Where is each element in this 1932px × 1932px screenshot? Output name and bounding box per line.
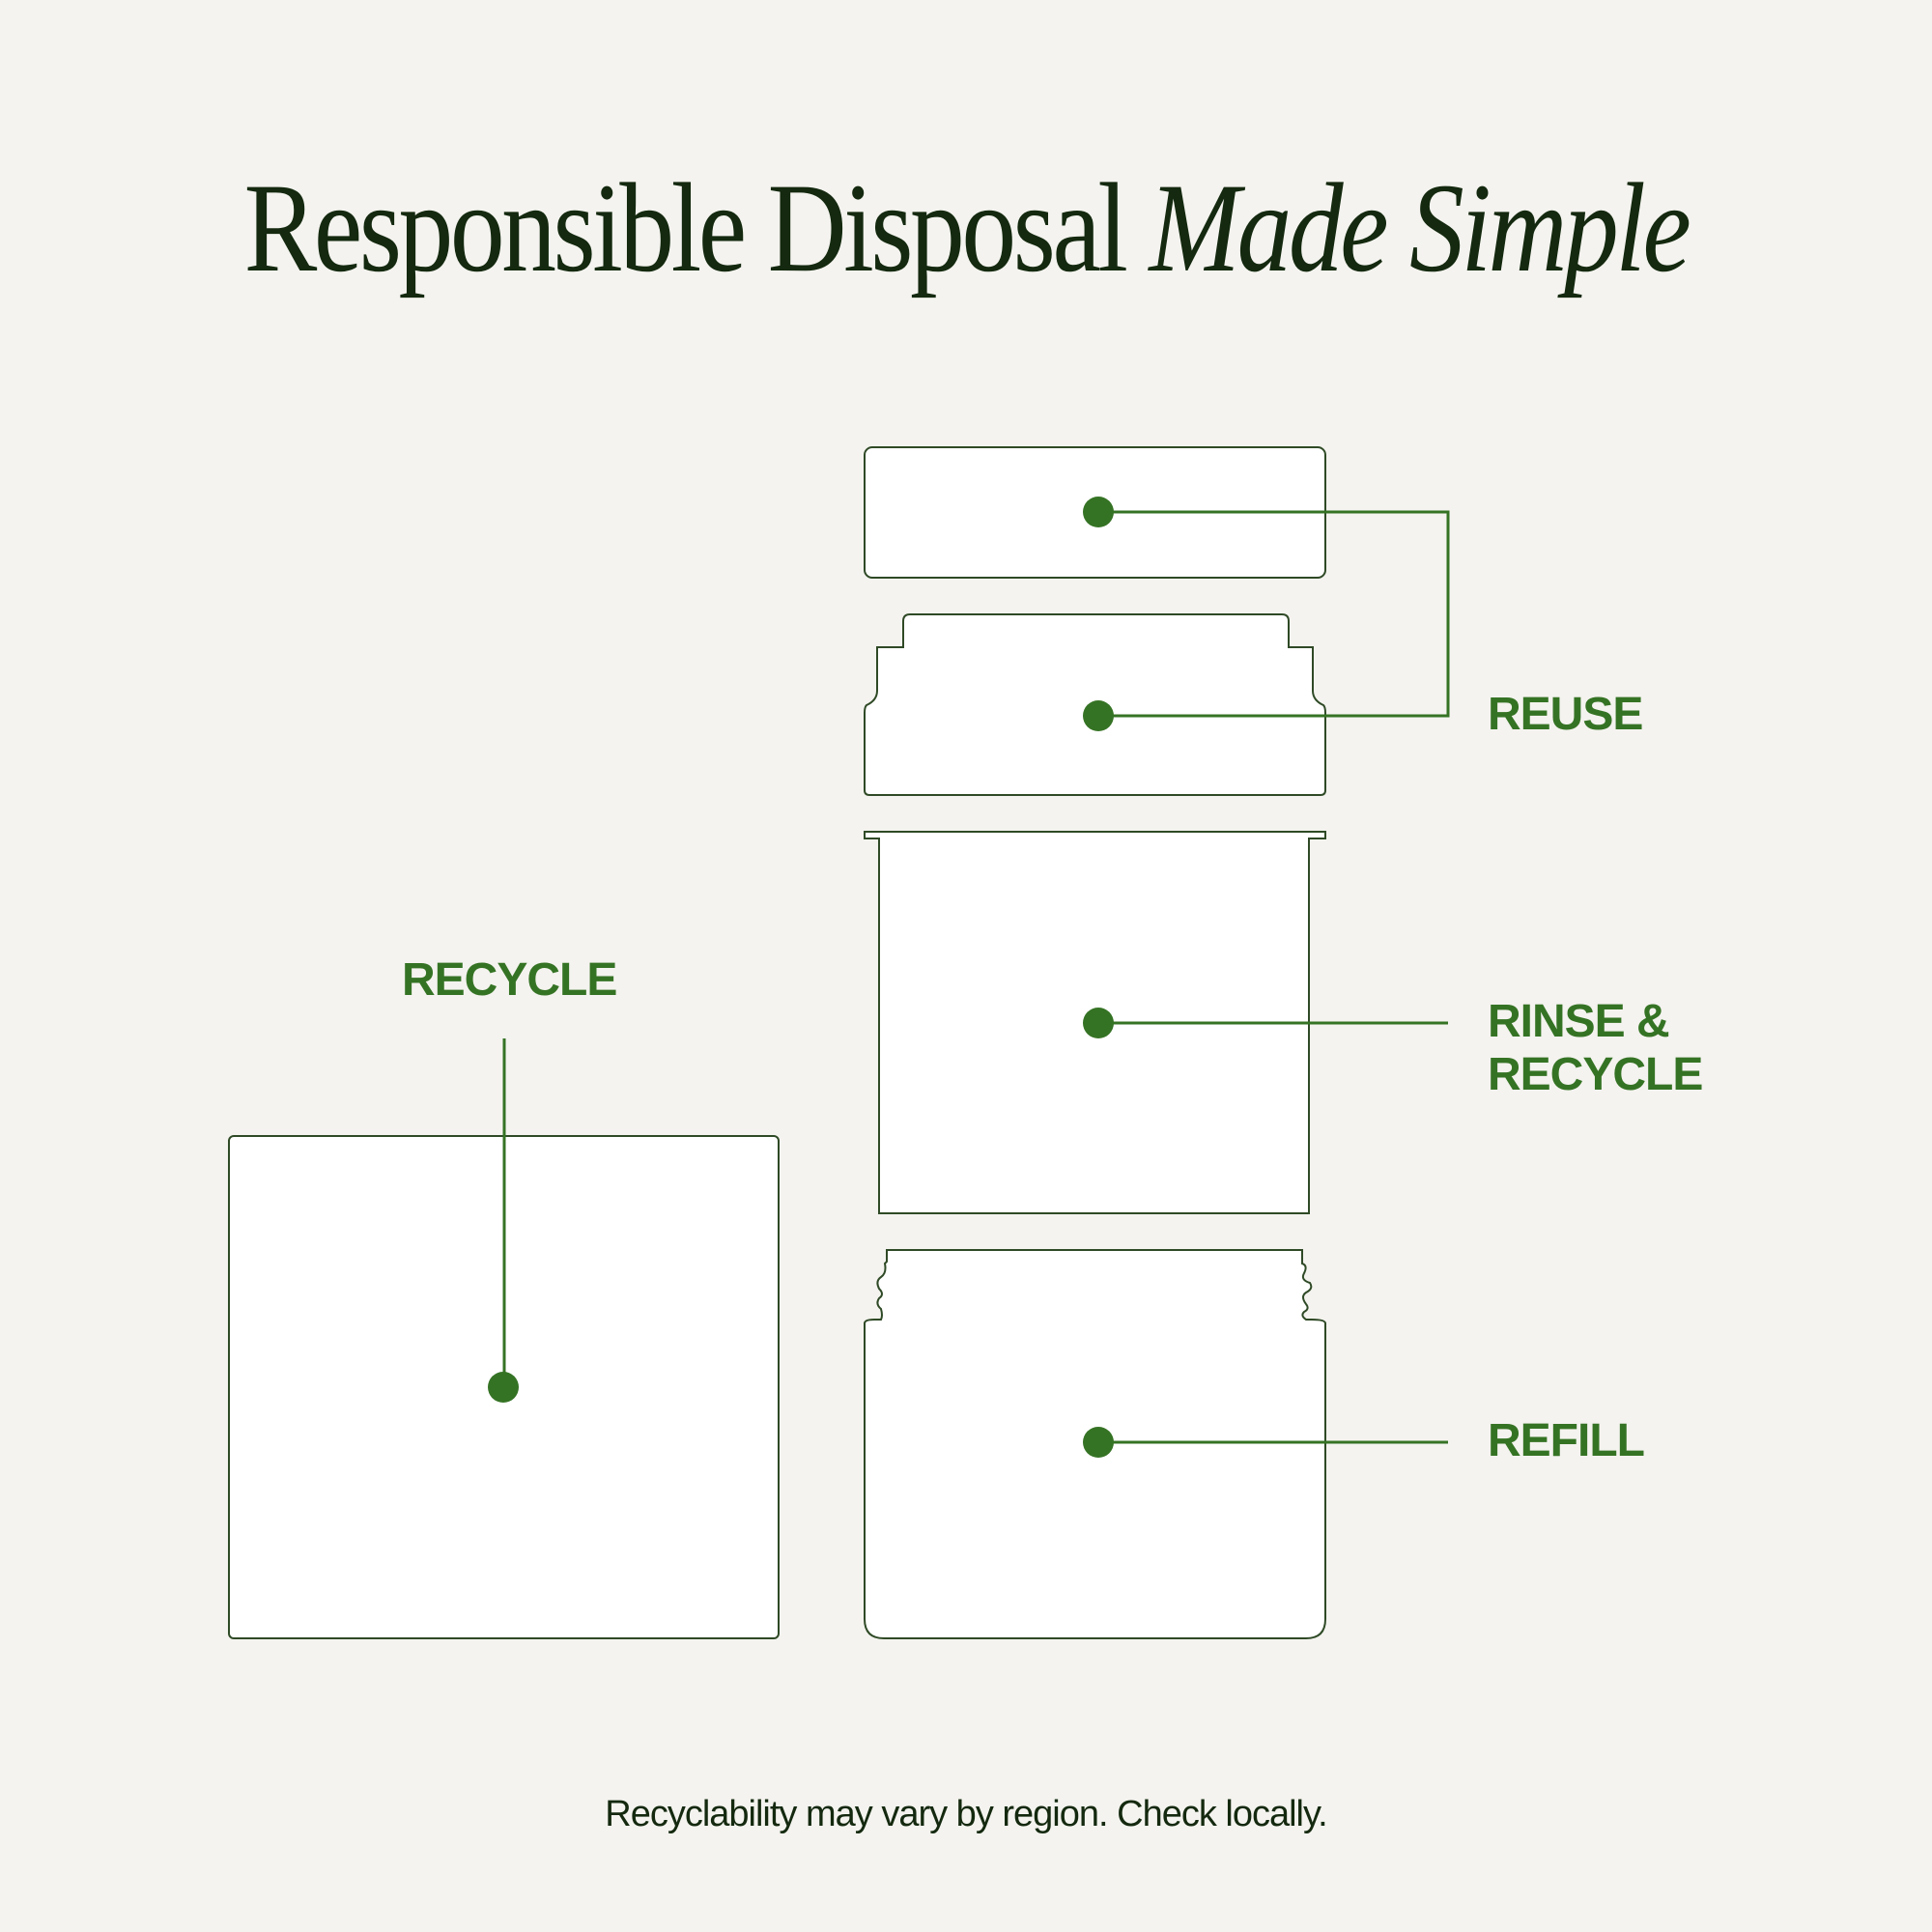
label-rinse-line1: RINSE & bbox=[1488, 996, 1670, 1047]
label-rinse-recycle: RINSE & RECYCLE bbox=[1488, 995, 1703, 1101]
lid-dot-icon bbox=[1083, 497, 1114, 527]
page-title: Responsible Disposal Made Simple bbox=[135, 164, 1797, 292]
title-italic: Made Simple bbox=[1149, 156, 1690, 298]
footer-note: Recyclability may vary by region. Check … bbox=[605, 1794, 1327, 1834]
title-regular: Responsible Disposal bbox=[243, 156, 1128, 298]
label-reuse: REUSE bbox=[1488, 689, 1643, 740]
box-dot-icon bbox=[488, 1372, 519, 1403]
label-refill: REFILL bbox=[1488, 1415, 1645, 1466]
cap-dot-icon bbox=[1083, 700, 1114, 731]
label-recycle: RECYCLE bbox=[402, 954, 617, 1006]
insert-dot-icon bbox=[1083, 1008, 1114, 1038]
label-rinse-line2: RECYCLE bbox=[1488, 1049, 1703, 1100]
jar-dot-icon bbox=[1083, 1427, 1114, 1458]
reuse-connector bbox=[1098, 510, 1450, 718]
